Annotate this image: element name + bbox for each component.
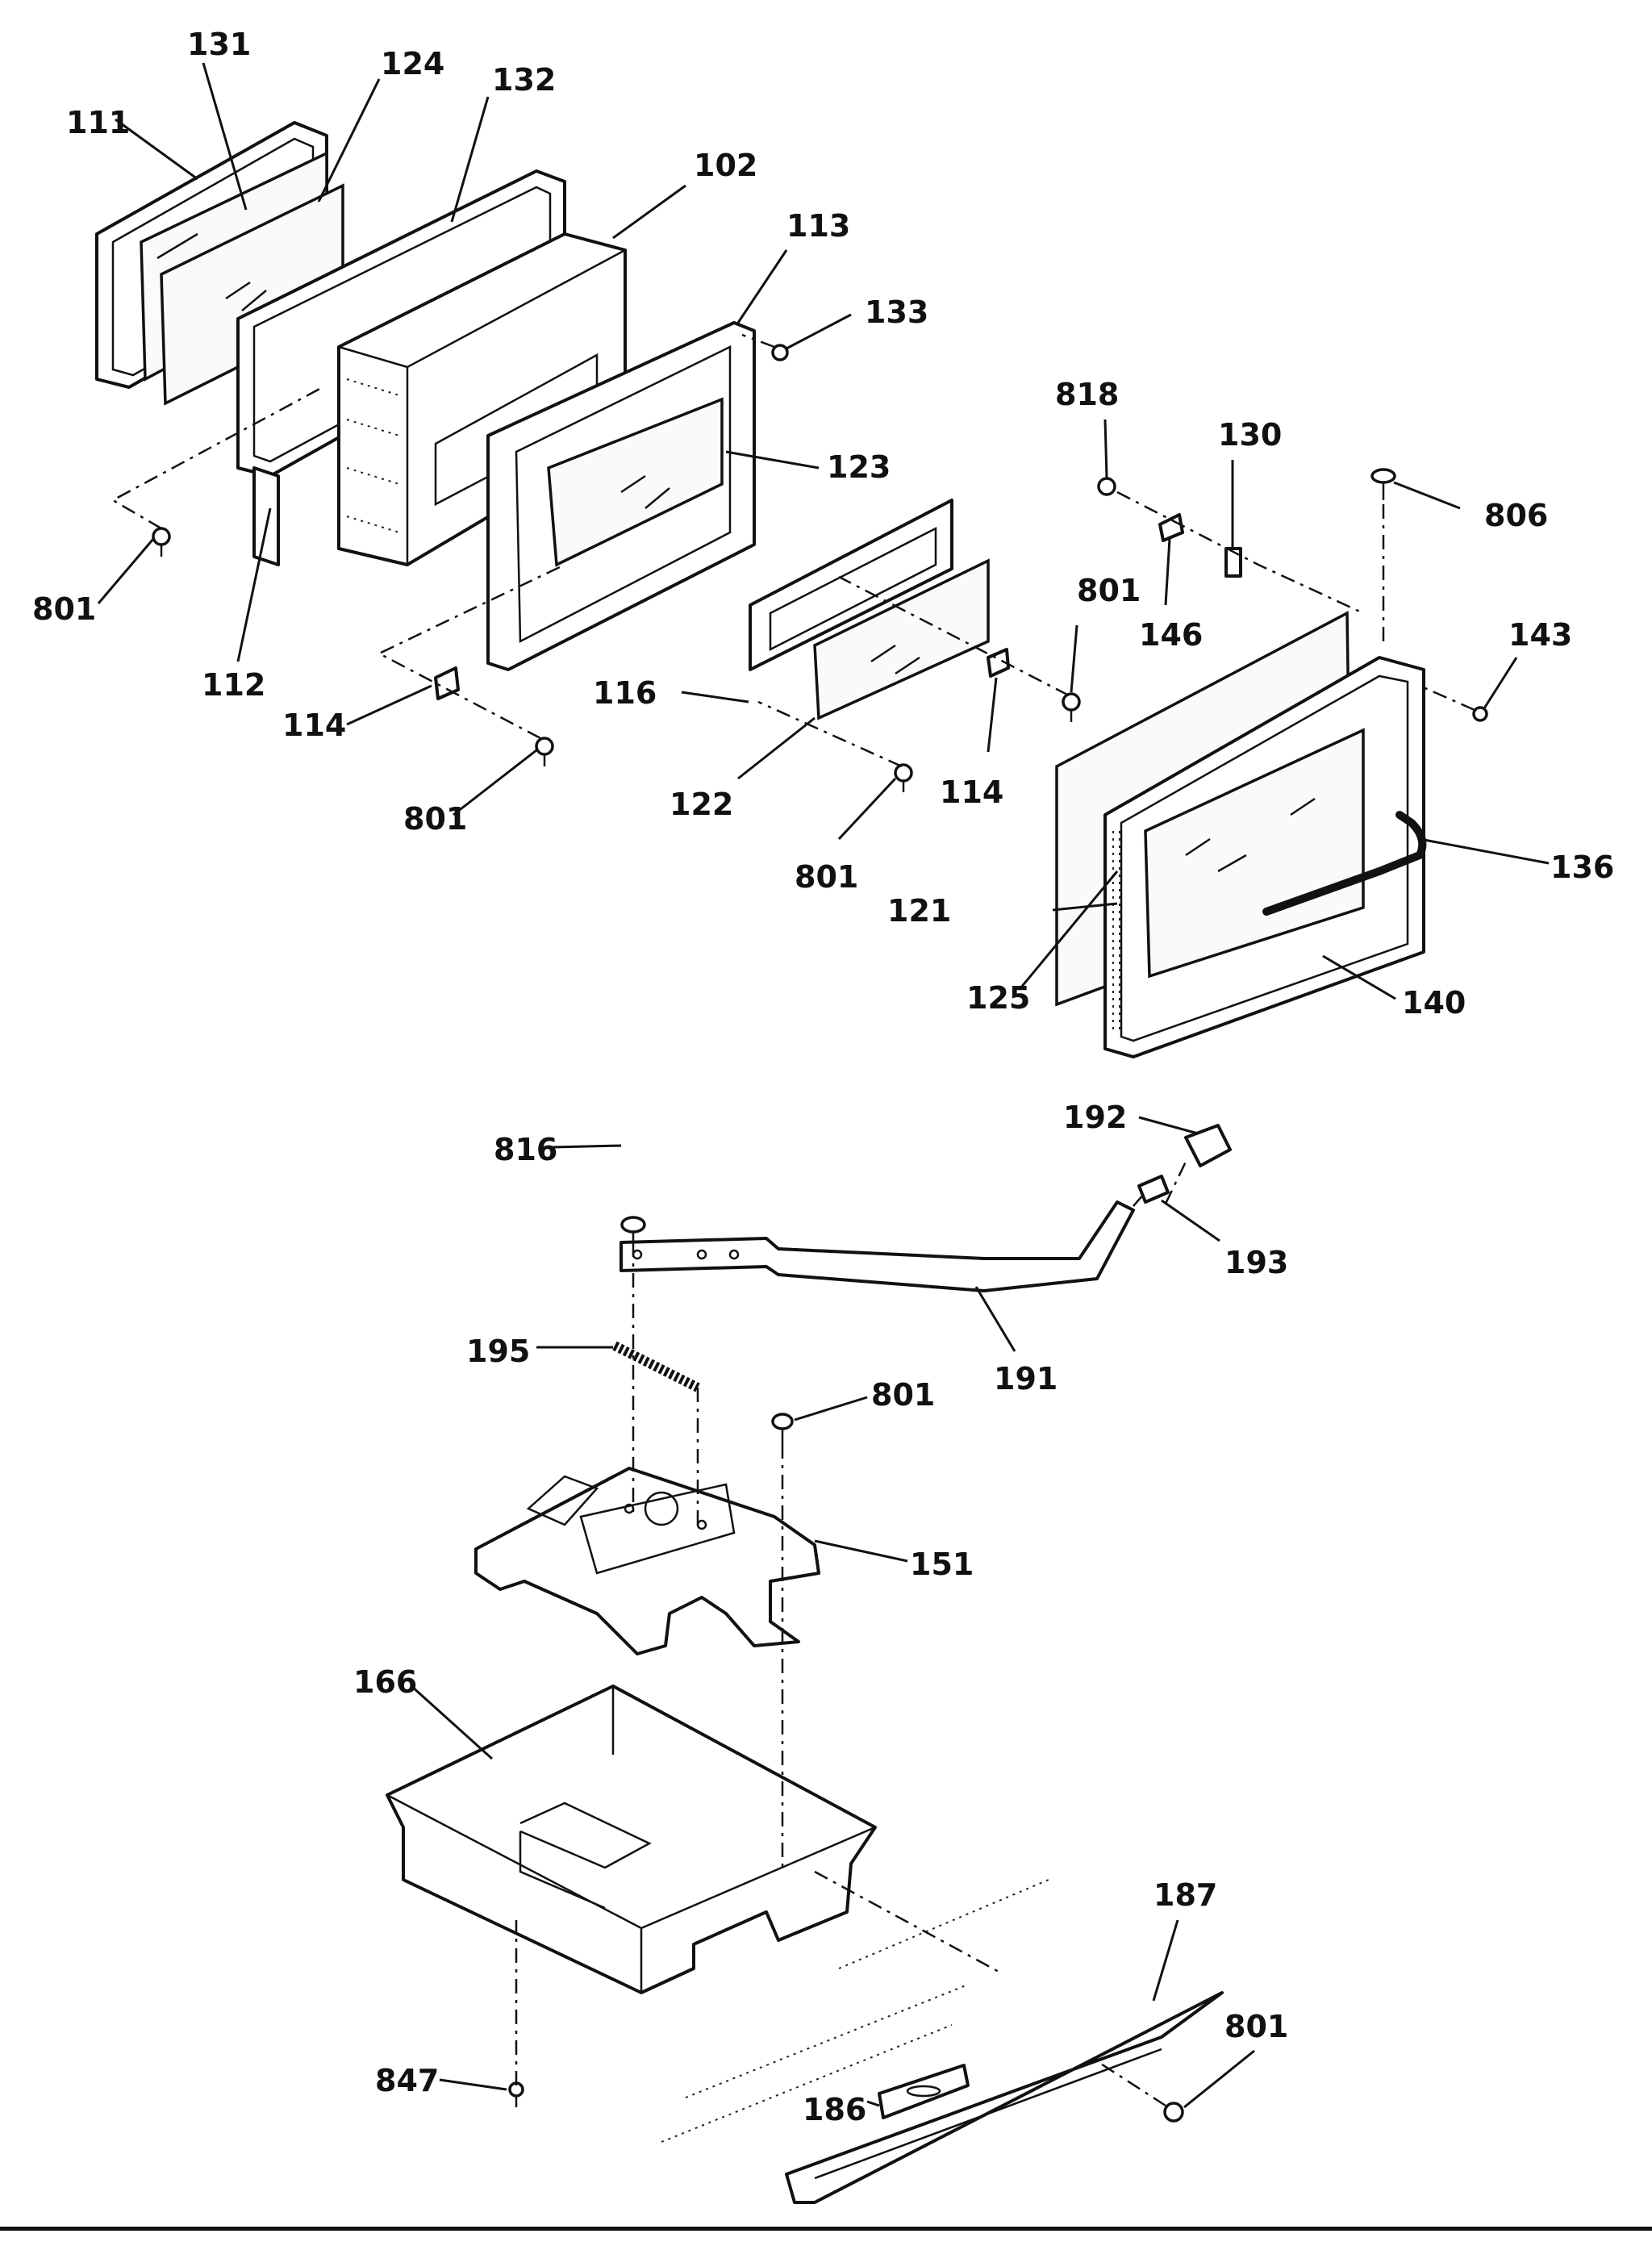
callout-136: 136 — [1550, 850, 1614, 885]
callout-801-a: 801 — [32, 591, 96, 627]
callout-191: 191 — [994, 1361, 1058, 1396]
screw-801-f — [1163, 2102, 1184, 2123]
callout-801-e: 801 — [871, 1377, 935, 1413]
callout-133: 133 — [865, 294, 928, 330]
callout-801-b: 801 — [403, 801, 467, 837]
screw-847 — [508, 2081, 524, 2107]
part-191-latch-lever — [620, 1200, 1135, 1292]
callout-801-d: 801 — [795, 859, 858, 895]
part-146-bracket — [1158, 513, 1184, 542]
callout-806: 806 — [1484, 498, 1548, 533]
callout-114-b: 114 — [940, 774, 1003, 810]
callout-151: 151 — [910, 1547, 974, 1582]
callout-123: 123 — [827, 449, 891, 485]
callout-187: 187 — [1153, 1877, 1217, 1913]
screw-801-a — [152, 527, 171, 557]
callout-801-c: 801 — [1077, 573, 1141, 608]
callout-112: 112 — [202, 667, 265, 703]
part-195-spring — [612, 1341, 700, 1392]
part-136-door-handle — [1262, 811, 1427, 916]
part-151-latch-mechanism — [474, 1467, 820, 1655]
callout-122: 122 — [670, 787, 733, 822]
callout-193: 193 — [1224, 1245, 1288, 1280]
screw-801-d — [894, 763, 913, 792]
callout-143: 143 — [1508, 617, 1572, 653]
callout-125: 125 — [966, 980, 1030, 1016]
screw-806 — [1370, 468, 1396, 500]
screw-816 — [620, 1216, 646, 1242]
callout-818: 818 — [1055, 377, 1119, 412]
part-123-window-glass — [547, 397, 724, 567]
callout-124: 124 — [381, 46, 444, 81]
callout-192: 192 — [1063, 1100, 1127, 1135]
screw-801-e — [771, 1413, 794, 1444]
part-166-base-pan — [386, 1684, 877, 1994]
callout-131: 131 — [187, 27, 251, 62]
callout-102: 102 — [694, 148, 757, 183]
callout-186: 186 — [803, 2092, 866, 2127]
callout-166: 166 — [353, 1664, 417, 1700]
callout-114-a: 114 — [282, 708, 346, 743]
screw-818 — [1097, 477, 1116, 496]
part-130-clip — [1224, 547, 1242, 578]
nut-143 — [1472, 706, 1488, 722]
callout-146: 146 — [1139, 617, 1203, 653]
callout-140: 140 — [1402, 985, 1466, 1021]
callout-801-f: 801 — [1224, 2009, 1288, 2044]
callout-111: 111 — [66, 105, 130, 140]
callout-195: 195 — [466, 1334, 530, 1369]
part-122-glass — [813, 558, 990, 720]
part-116-bracket-frame — [749, 499, 953, 671]
nut-133 — [771, 344, 789, 361]
callout-116: 116 — [593, 675, 657, 711]
callout-132: 132 — [492, 62, 556, 98]
part-140-outer-door — [1103, 656, 1425, 1058]
part-186-badge — [878, 2064, 970, 2119]
callout-847: 847 — [375, 2063, 439, 2098]
callout-130: 130 — [1218, 417, 1282, 453]
part-187-bottom-trim — [785, 1991, 1224, 2204]
bottom-rule — [0, 2227, 1652, 2231]
callout-816: 816 — [494, 1132, 557, 1167]
screw-801-b — [535, 737, 554, 766]
part-192-knob — [1184, 1124, 1232, 1167]
part-193-clip — [1137, 1175, 1170, 1204]
screw-801-c — [1062, 692, 1081, 722]
callout-121: 121 — [887, 893, 951, 929]
callout-113: 113 — [786, 208, 850, 244]
